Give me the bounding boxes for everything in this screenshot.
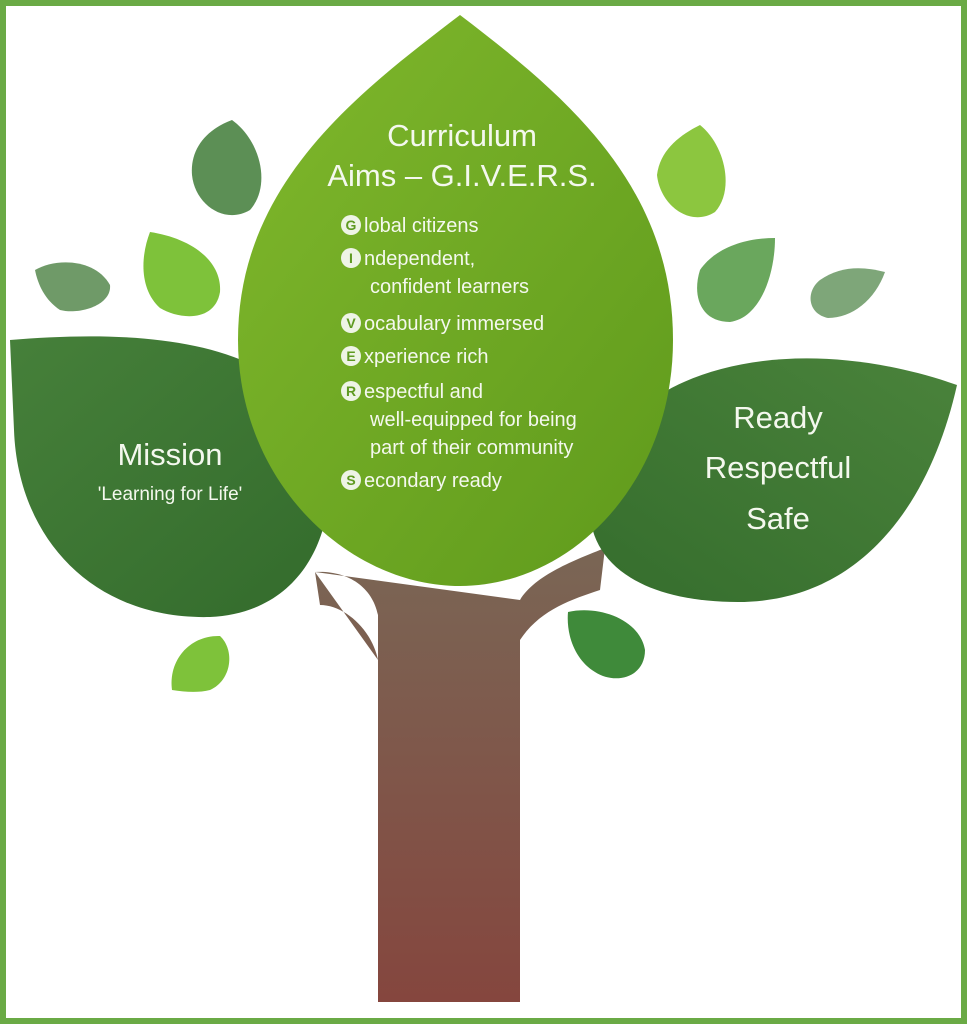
small-leaf: [191, 120, 262, 216]
aim-text: ndependent,: [364, 248, 475, 270]
aim-text: econdary ready: [364, 470, 502, 492]
aim-letter: I: [349, 250, 353, 266]
aim-text: ocabulary immersed: [364, 313, 544, 335]
aim-text: lobal citizens: [364, 215, 479, 237]
value-respectful: Respectful: [705, 450, 851, 485]
value-safe: Safe: [746, 501, 810, 536]
mission-subtitle: 'Learning for Life': [98, 484, 243, 505]
trunk: [315, 548, 605, 1002]
aim-letter: V: [346, 315, 356, 331]
aim-letter-badge: [341, 248, 361, 268]
aim-letter: E: [346, 348, 355, 364]
aim-letter-badge: [341, 215, 361, 235]
aim-letter-badge: [341, 470, 361, 490]
curriculum-title-line2: Aims – G.I.V.E.R.S.: [327, 158, 596, 193]
aim-text: espectful and: [364, 381, 483, 403]
small-leaf: [171, 635, 230, 692]
value-ready: Ready: [733, 400, 823, 435]
small-leaf: [810, 268, 885, 318]
small-leaf: [657, 125, 726, 218]
small-leaf: [567, 610, 645, 679]
aim-letter-badge: [341, 313, 361, 333]
small-leaf: [697, 238, 775, 322]
aim-letter: G: [346, 217, 357, 233]
aim-text: xperience rich: [364, 346, 489, 368]
aim-text: confident learners: [370, 276, 529, 298]
curriculum-leaf: [238, 15, 673, 586]
aim-text: part of their community: [370, 437, 573, 459]
aim-letter: S: [346, 472, 355, 488]
small-leaf: [143, 232, 221, 317]
values-leaf: [589, 358, 957, 602]
small-leaf: [35, 262, 111, 312]
aim-letter-badge: [341, 346, 361, 366]
aim-letter: R: [346, 383, 356, 399]
mission-title: Mission: [117, 437, 222, 472]
aim-text: well-equipped for being: [369, 409, 577, 431]
curriculum-title-line1: Curriculum: [387, 118, 537, 153]
aim-letter-badge: [341, 381, 361, 401]
